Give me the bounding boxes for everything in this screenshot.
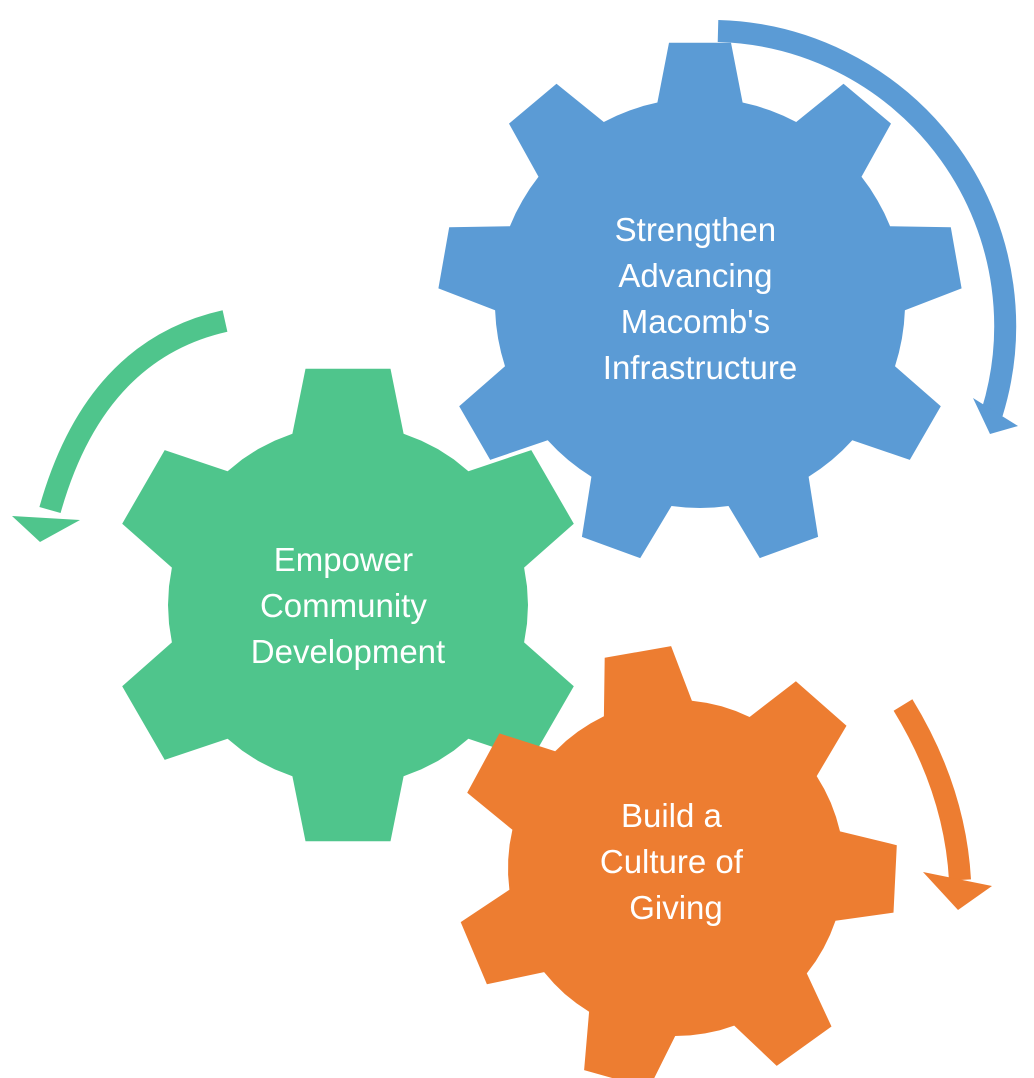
gear-blue-icon bbox=[438, 42, 962, 559]
green-rotation-arrow bbox=[12, 310, 228, 542]
orange-arrow-head-icon bbox=[923, 872, 992, 910]
orange-rotation-arrow bbox=[893, 699, 992, 910]
blue-rotation-arrow bbox=[717, 20, 1018, 434]
gear-strengthen-infrastructure: Strengthen Advancing Macomb's Infrastruc… bbox=[438, 42, 962, 559]
gear-orange-icon bbox=[460, 646, 897, 1078]
svg-text:Empower Community: Empower Community Development bbox=[251, 541, 445, 670]
gear-green-icon bbox=[122, 368, 574, 842]
svg-text:Build a Culture of: Build a Culture of Giving bbox=[600, 797, 752, 926]
gear-orange-label-line-2: Culture of bbox=[600, 843, 744, 880]
gear-blue-label-line-4: Infrastructure bbox=[603, 349, 797, 386]
gear-orange-label-line-1: Build a bbox=[621, 797, 723, 834]
gear-green-label-line-2: Community bbox=[260, 587, 427, 624]
gear-blue-label-line-3: Macomb's bbox=[621, 303, 770, 340]
gear-blue-label-line-2: Advancing bbox=[618, 257, 772, 294]
gear-green-label-line-3: Development bbox=[251, 633, 445, 670]
blue-arrow-head-icon bbox=[973, 398, 1018, 434]
svg-text:Strengthen Advancing: Strengthen Advancing Macomb's Infrastruc… bbox=[603, 211, 797, 386]
gear-green-label-line-1: Empower bbox=[274, 541, 413, 578]
gear-blue-label-line-1: Strengthen bbox=[615, 211, 776, 248]
gear-empower-community: Empower Community Development bbox=[122, 368, 574, 842]
green-arrow-head-icon bbox=[12, 516, 80, 542]
gear-build-culture: Build a Culture of Giving bbox=[460, 646, 897, 1078]
gear-orange-label-line-3: Giving bbox=[629, 889, 723, 926]
